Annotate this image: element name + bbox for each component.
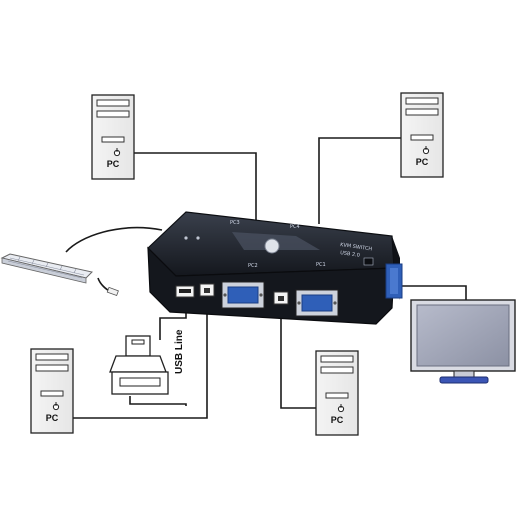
switch-top-sublabel: USB 2.0 <box>340 250 360 259</box>
cable-pc-bottom-center <box>280 306 317 409</box>
pc-tower-top-right: PC <box>400 92 444 178</box>
pc-tower-top-left: PC <box>91 94 135 180</box>
monitor-symbol-icon <box>363 257 374 266</box>
vga-output-port[interactable] <box>385 263 403 299</box>
usb-port-slot <box>179 289 191 293</box>
keyboard-icon <box>0 253 119 297</box>
cable-pc-top-right <box>318 137 401 224</box>
cable-usb-line-lower <box>129 396 187 406</box>
switch-select-button[interactable] <box>264 238 280 254</box>
switch-small-label: PC3 <box>230 220 240 226</box>
pc-tower-bottom-left: PC <box>30 348 74 434</box>
switch-port-label: PC1 <box>316 262 326 268</box>
cable-keyboard <box>65 226 163 253</box>
pc-label: PC <box>46 413 59 423</box>
usb-b-port-slot <box>204 288 210 293</box>
kvm-switch: KVM SWITCH USB 2.0 PC2 PC1 PC3 PC4 <box>147 211 403 325</box>
cable-pc-bottom-left <box>73 302 208 419</box>
pc-label: PC <box>331 415 344 425</box>
vga-port-pc2[interactable] <box>221 281 265 309</box>
switch-led <box>196 236 200 240</box>
usb-b-port-slot <box>278 296 284 301</box>
usb-connector-icon <box>109 335 169 395</box>
switch-led <box>184 236 188 240</box>
switch-top-label: KVM SWITCH <box>340 242 373 252</box>
usb-line-label: USB Line <box>174 329 185 374</box>
pc-label: PC <box>107 159 120 169</box>
pc-label: PC <box>416 157 429 167</box>
monitor-icon <box>410 299 516 384</box>
switch-small-label: PC4 <box>290 224 300 230</box>
cables <box>65 137 467 419</box>
pc-tower-bottom-center: PC <box>315 350 359 436</box>
vga-port-pc1[interactable] <box>295 289 339 317</box>
cable-monitor <box>397 285 467 300</box>
switch-port-label: PC2 <box>248 263 258 269</box>
cable-pc-top-left <box>133 152 257 224</box>
